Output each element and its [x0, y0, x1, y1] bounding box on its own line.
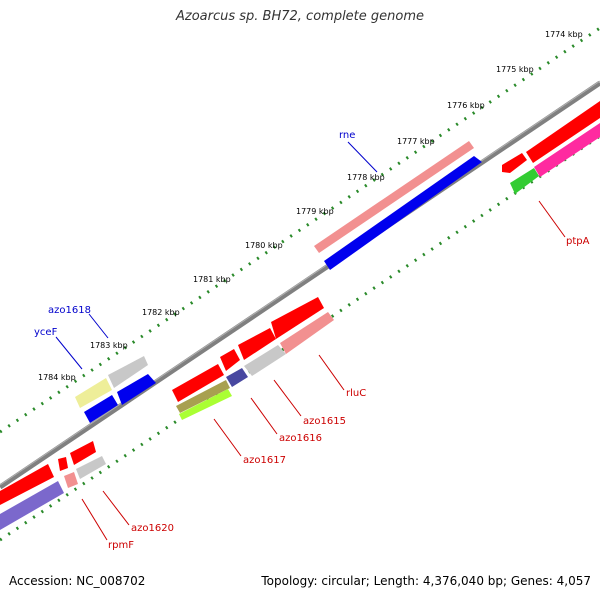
- tick-label-1777: 1777 kbp: [397, 137, 435, 146]
- gene-azo1617-red-feature[interactable]: [172, 364, 224, 402]
- forward-strand-features: [75, 101, 600, 423]
- genome-backbone-highlight: [0, 80, 600, 486]
- tick-label-1782: 1782 kbp: [142, 308, 180, 317]
- label-azo1617[interactable]: azo1617: [243, 455, 286, 466]
- tick-label-1783: 1783 kbp: [90, 341, 128, 350]
- tick-label-1780: 1780 kbp: [245, 241, 283, 250]
- label-ptpA[interactable]: ptpA: [566, 236, 590, 247]
- leader-rluC: [318, 354, 345, 391]
- gene-azo1620-grey-feature[interactable]: [76, 456, 106, 479]
- label-rne[interactable]: rne: [339, 130, 355, 141]
- label-azo1618[interactable]: azo1618: [48, 305, 91, 316]
- tick-label-1779: 1779 kbp: [296, 207, 334, 216]
- ruler-tick-labels: 1774 kbp 1775 kbp 1776 kbp 1777 kbp 1778…: [38, 30, 583, 382]
- gene-left-red-feature[interactable]: [0, 464, 54, 505]
- gene-ptpA-feature[interactable]: [510, 168, 539, 194]
- reverse-strand-features: [0, 297, 334, 530]
- label-azo1616[interactable]: azo1616: [279, 433, 322, 444]
- gene-azo1615-red-feature[interactable]: [238, 328, 276, 360]
- gene-azo1615-grey-feature[interactable]: [244, 345, 286, 376]
- gene-yceF-blue-feature[interactable]: [84, 395, 118, 423]
- gene-ptpA-region-red-feature[interactable]: [526, 101, 600, 163]
- gene-rpmF-pink-feature[interactable]: [64, 472, 78, 488]
- tick-label-1778: 1778 kbp: [347, 173, 385, 182]
- label-rpmF[interactable]: rpmF: [108, 540, 134, 551]
- gene-azo1617-olive-feature[interactable]: [176, 380, 230, 413]
- leader-ptpA: [538, 200, 566, 238]
- map-title: Azoarcus sp. BH72, complete genome: [175, 9, 425, 24]
- label-rluC[interactable]: rluC: [346, 388, 366, 399]
- gene-ptpA-region-red-small-feature[interactable]: [502, 153, 527, 173]
- label-leaders: [55, 141, 566, 541]
- gene-rne-feature[interactable]: [314, 141, 474, 253]
- gene-azo1617-lime-feature[interactable]: [179, 389, 232, 420]
- gene-left-slate-feature[interactable]: [0, 481, 64, 530]
- tick-label-1776: 1776 kbp: [447, 101, 485, 110]
- gene-ptpA-region-magenta-feature[interactable]: [534, 123, 600, 177]
- leader-azo1618: [88, 313, 109, 339]
- gene-azo1616-navy-feature[interactable]: [226, 368, 248, 387]
- gene-rluC-feature[interactable]: [280, 312, 334, 354]
- gene-rpmF-red-feature[interactable]: [58, 457, 68, 471]
- gene-azo1620-red-feature[interactable]: [70, 441, 96, 465]
- gene-azo1618-blue-feature[interactable]: [117, 374, 156, 405]
- gene-labels: rne azo1618 yceF ptpA rluC azo1615 azo16…: [34, 130, 590, 551]
- outer-ruler-track: [0, 26, 600, 434]
- tick-label-1784: 1784 kbp: [38, 373, 76, 382]
- leader-azo1616: [250, 397, 278, 435]
- gene-azo1618-feature[interactable]: [108, 356, 148, 388]
- gene-azo1616-red-feature[interactable]: [220, 349, 240, 371]
- gene-rluC-red-feature[interactable]: [271, 297, 324, 339]
- tick-label-1774: 1774 kbp: [545, 30, 583, 39]
- label-yceF[interactable]: yceF: [34, 327, 58, 338]
- genome-summary-text: Topology: circular; Length: 4,376,040 bp…: [261, 574, 591, 588]
- leader-rpmF: [81, 498, 108, 541]
- accession-text: Accession: NC_008702: [9, 574, 146, 588]
- leader-azo1615: [273, 379, 302, 417]
- gene-yceF-feature[interactable]: [75, 378, 112, 408]
- label-azo1620[interactable]: azo1620: [131, 523, 174, 534]
- tick-label-1775: 1775 kbp: [496, 65, 534, 74]
- tick-label-1781: 1781 kbp: [193, 275, 231, 284]
- gene-rne-blue-feature[interactable]: [324, 156, 482, 270]
- leader-yceF: [55, 336, 83, 370]
- genome-backbone: [0, 80, 600, 490]
- label-azo1615[interactable]: azo1615: [303, 416, 346, 427]
- leader-azo1620: [102, 490, 130, 526]
- leader-azo1617: [213, 418, 242, 457]
- leader-rne: [347, 141, 378, 173]
